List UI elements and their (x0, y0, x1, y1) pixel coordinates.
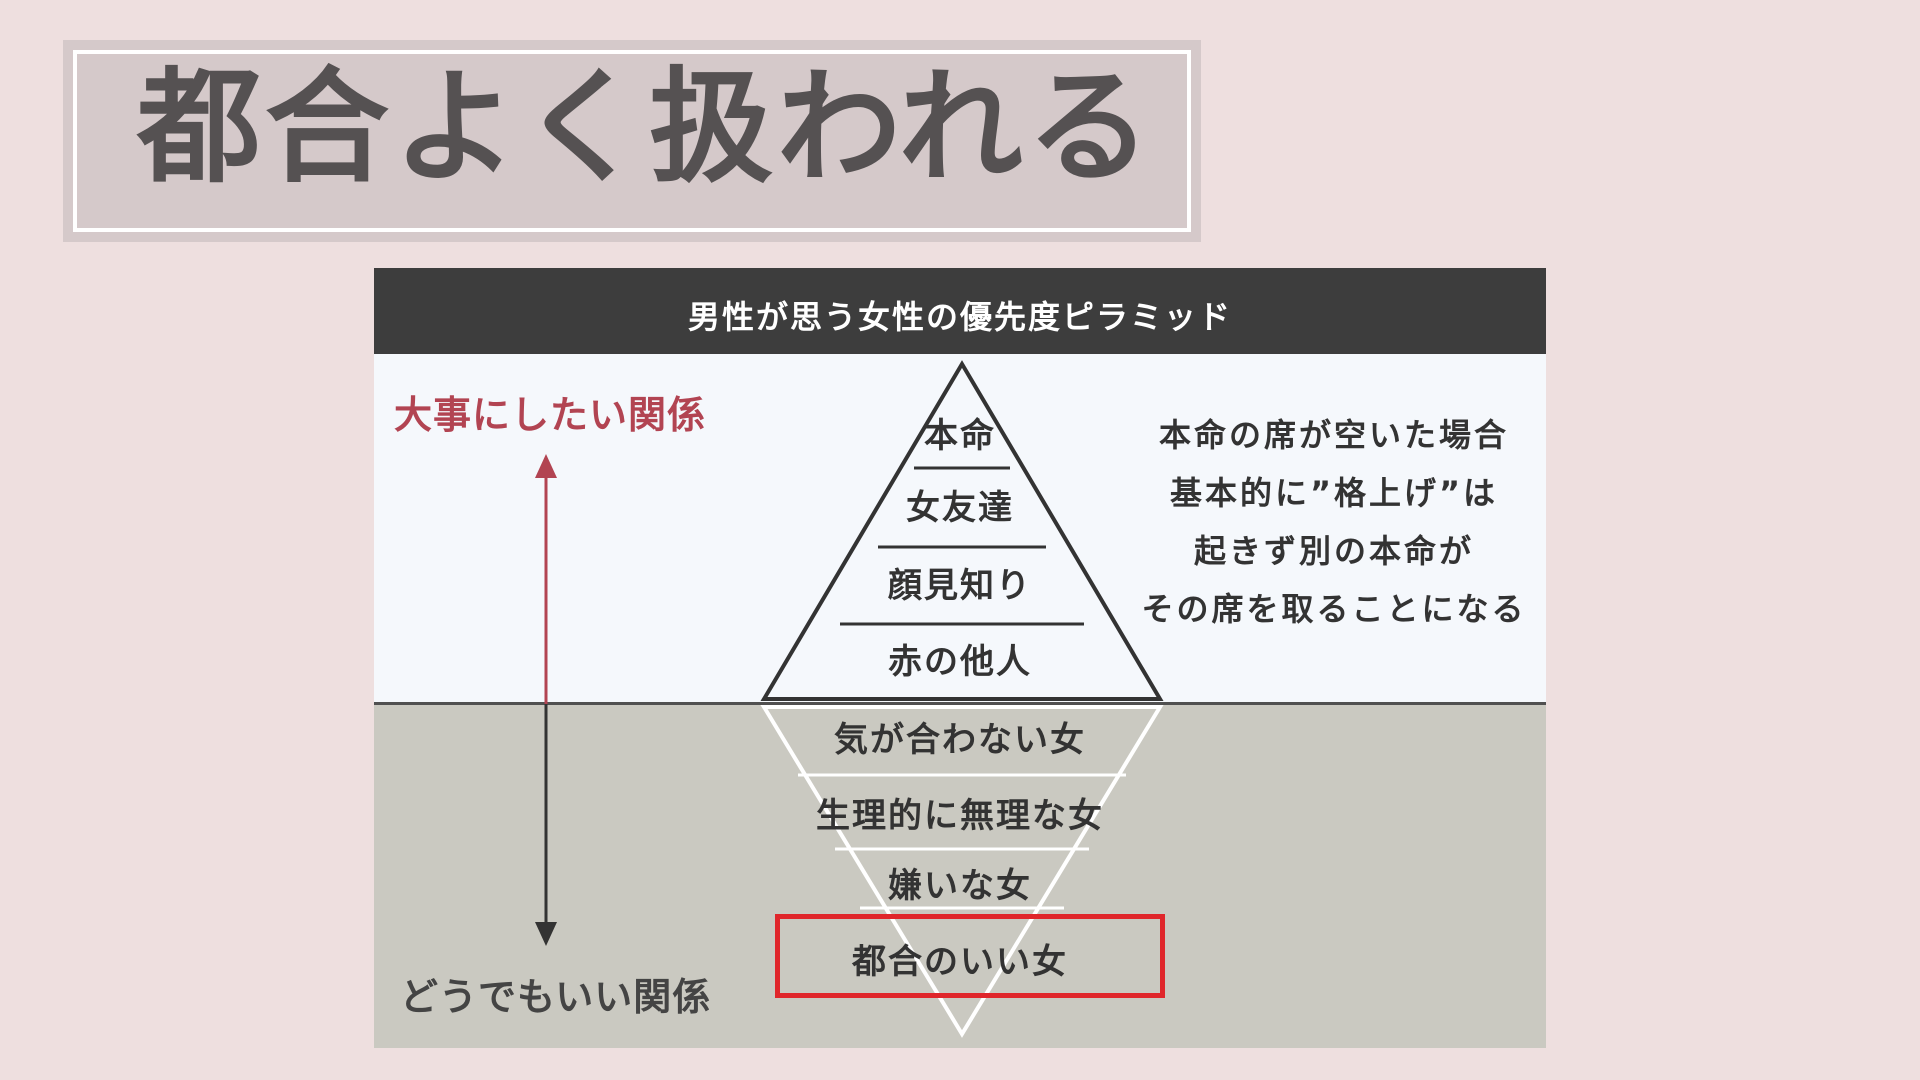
panel-header: 男性が思う女性の優先度ピラミッド (374, 268, 1546, 354)
panel-upper-area (374, 354, 1546, 704)
tier-disliked: 嫌いな女 (888, 866, 1032, 906)
upper-pyramid-outline (760, 360, 1164, 701)
tier-convenient-woman: 都合のいい女 (852, 942, 1068, 982)
priority-pyramid-panel: 男性が思う女性の優先度ピラミッド 大事にしたい関係 どうでもいい関係 本命 女友… (374, 268, 1546, 1048)
title-banner: 都合よく扱われる (63, 40, 1201, 242)
page-title: 都合よく扱われる (137, 55, 1155, 200)
label-unimportant-relationship: どうでもいい関係 (400, 975, 712, 1019)
tier-incompatible: 気が合わない女 (834, 720, 1086, 760)
label-important-relationship: 大事にしたい関係 (394, 393, 707, 437)
note-line-3: 起きず別の本命が (1193, 532, 1474, 570)
arrow-head-down (535, 922, 557, 946)
note-line-1: 本命の席が空いた場合 (1158, 416, 1509, 454)
note-line-4: その席を取ることになる (1141, 590, 1527, 628)
tier-stranger: 赤の他人 (888, 642, 1032, 682)
panel-header-title: 男性が思う女性の優先度ピラミッド (687, 298, 1232, 336)
lower-pyramid-outline (760, 705, 1164, 1038)
panel-lower-area (374, 704, 1546, 1048)
tier-female-friend: 女友達 (906, 488, 1014, 528)
panel-divider-line (374, 702, 1546, 705)
pyramid-diagram (535, 360, 1164, 1038)
tier-acquaintance: 顔見知り (888, 566, 1032, 606)
tier-honmei: 本命 (924, 416, 996, 456)
title-banner-border (73, 50, 1191, 232)
highlight-box-convenient-woman (775, 914, 1165, 998)
note-line-2: 基本的に”格上げ”は (1169, 474, 1499, 512)
arrow-head-up (535, 454, 557, 478)
tier-physically-unacceptable: 生理的に無理な女 (816, 796, 1104, 836)
explanation-note: 本命の席が空いた場合 基本的に”格上げ”は 起きず別の本命が その席を取ることに… (1134, 406, 1534, 638)
